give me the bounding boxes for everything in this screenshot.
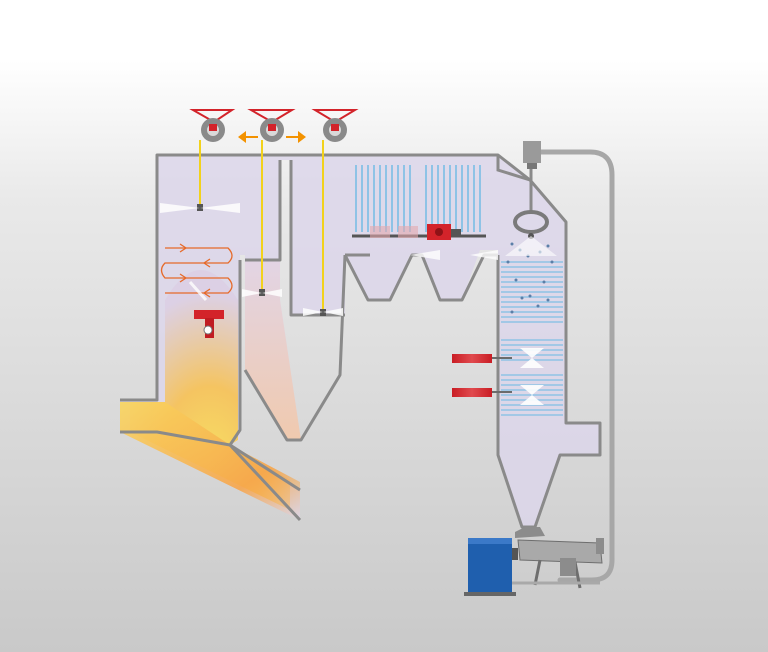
screw-conveyor-icon [512, 527, 604, 589]
motor-icon [464, 538, 518, 596]
winch-icon [247, 109, 296, 142]
winch-icon [189, 109, 236, 142]
second-hopper-left [243, 254, 347, 442]
spray-cones [160, 203, 343, 316]
pipe-connector [523, 141, 541, 169]
second-pass-wall [245, 160, 282, 262]
pneumatic-pipe [538, 149, 615, 583]
red-blower-icon [188, 281, 224, 338]
nozzle-icon [197, 204, 326, 316]
red-blower-icon [427, 224, 461, 240]
top-right-corner [496, 155, 531, 182]
vessel-fill [120, 155, 600, 527]
swirl-flow-arrows [160, 243, 233, 298]
scrubber-sprays [520, 348, 544, 405]
vessel-outline-duct [120, 430, 301, 492]
soot-blower-rail [352, 224, 486, 240]
first-pass-wall [228, 260, 242, 446]
hopper-fill [245, 260, 301, 440]
rapper-cables [199, 140, 324, 310]
arrow-left-icon [238, 131, 258, 143]
divider-wall [289, 160, 345, 317]
arrow-right-icon [286, 131, 306, 143]
winch-units [189, 109, 359, 143]
vessel-outline-duct-lower [228, 443, 302, 522]
hopper-glow [410, 250, 498, 260]
vessel-outline-left [120, 153, 531, 402]
winch-icon [311, 109, 359, 142]
injection-lances [452, 354, 512, 397]
exhaust-duct-glow [120, 402, 300, 520]
scrubber-right [496, 179, 602, 529]
tube-bundle-upper [355, 165, 481, 232]
